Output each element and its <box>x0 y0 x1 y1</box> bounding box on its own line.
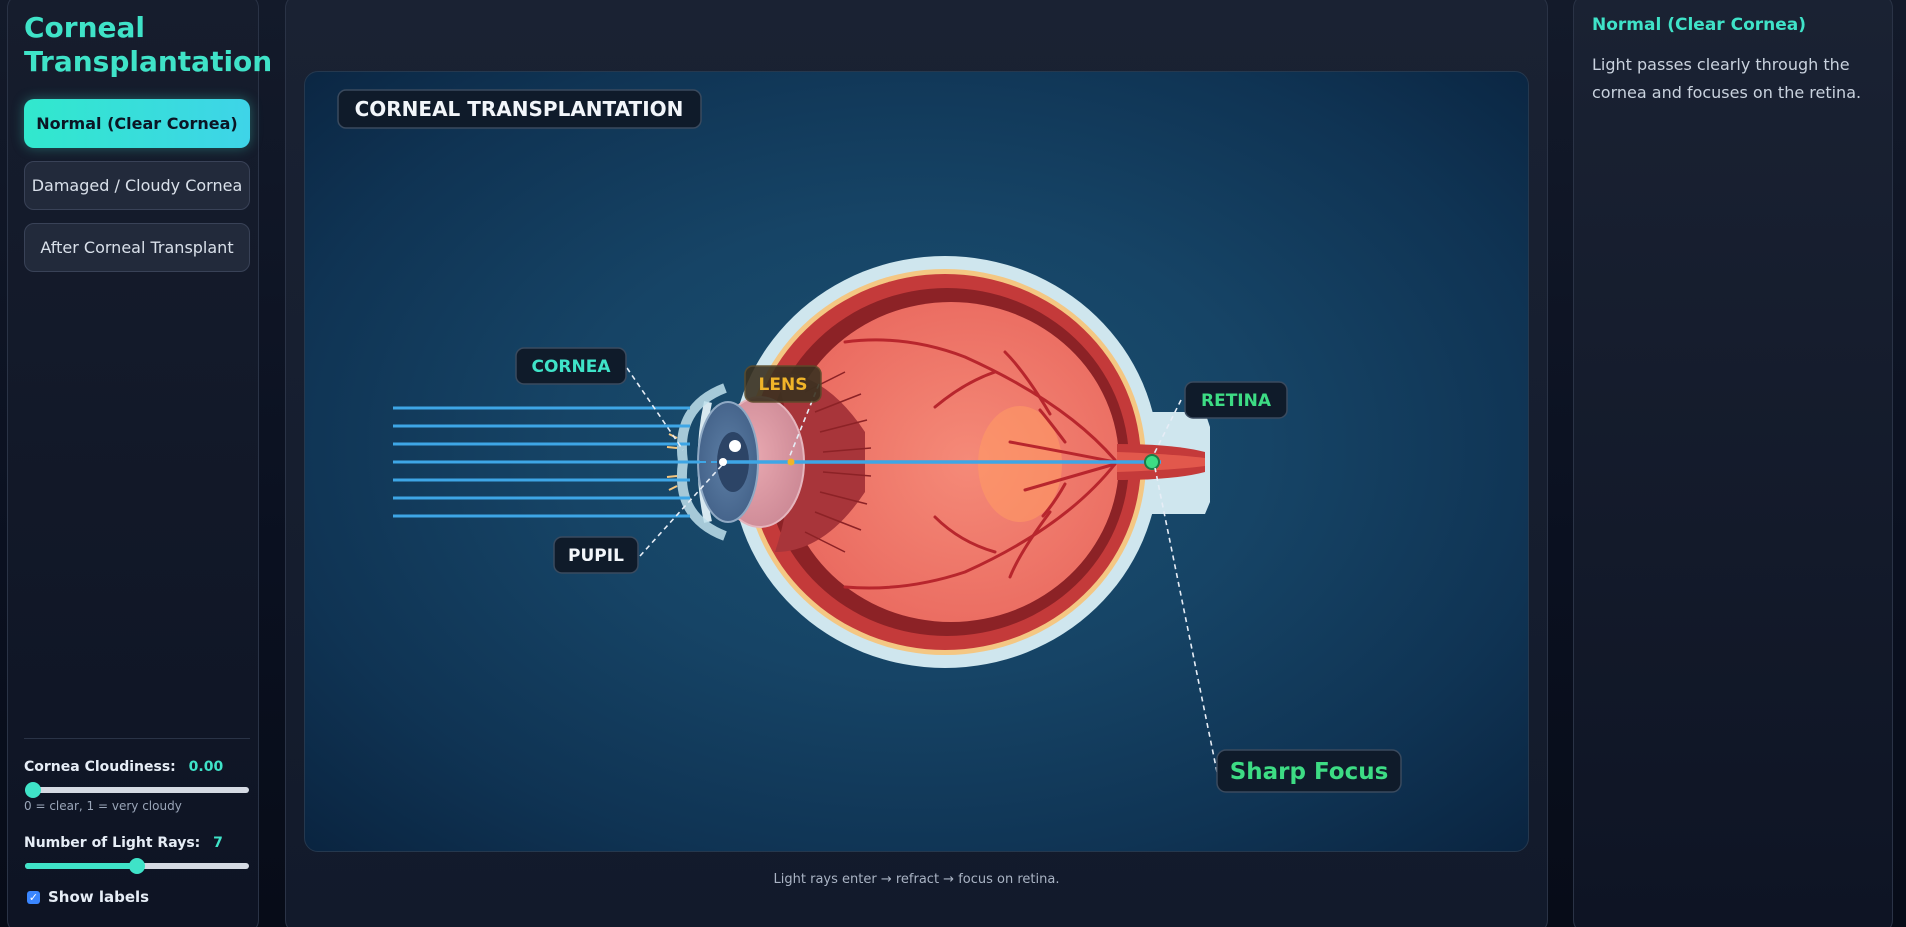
label-pupil: PUPIL <box>553 536 639 574</box>
label-retina: RETINA <box>1184 381 1288 419</box>
pupil-point <box>719 458 727 466</box>
label-retina-text: RETINA <box>1201 391 1272 411</box>
label-focus-text: Sharp Focus <box>1230 759 1389 785</box>
diagram-title: CORNEAL TRANSPLANTATION <box>355 97 684 121</box>
rays-slider[interactable] <box>25 858 249 874</box>
label-lens: LENS <box>744 365 822 403</box>
diagram-caption: Light rays enter → refract → focus on re… <box>773 872 1060 887</box>
mode-button-transplant[interactable]: After Corneal Transplant <box>24 223 250 272</box>
mode-button-normal[interactable]: Normal (Clear Cornea) <box>24 99 250 148</box>
mode-button-damaged[interactable]: Damaged / Cloudy Cornea <box>24 161 250 210</box>
cloudiness-slider-thumb[interactable] <box>25 782 41 798</box>
controls-divider <box>24 738 250 739</box>
macula <box>978 406 1062 522</box>
pupil-highlight <box>729 440 741 452</box>
info-text: Light passes clearly through the cornea … <box>1592 55 1862 102</box>
info-panel: Normal (Clear Cornea) Light passes clear… <box>1573 0 1893 927</box>
label-pupil-text: PUPIL <box>568 546 624 566</box>
cloudiness-control: Cornea Cloudiness: 0.00 <box>24 759 223 775</box>
rays-slider-fill <box>25 863 137 869</box>
diagram-canvas[interactable]: CORNEAL TRANSPLANTATION CORNEA LENS PUPI… <box>304 71 1529 852</box>
rays-value: 7 <box>213 835 223 851</box>
info-title: Normal (Clear Cornea) <box>1592 15 1807 35</box>
eye-diagram: CORNEAL TRANSPLANTATION CORNEA LENS PUPI… <box>337 89 1402 793</box>
cloudiness-label: Cornea Cloudiness: <box>24 759 176 775</box>
rays-slider-thumb[interactable] <box>129 858 145 874</box>
show-labels-checkbox[interactable]: ✓ <box>27 891 40 904</box>
light-rays <box>393 406 700 518</box>
diagram-title-badge: CORNEAL TRANSPLANTATION <box>337 89 702 129</box>
label-cornea: CORNEA <box>515 347 627 385</box>
label-cornea-text: CORNEA <box>531 357 611 377</box>
label-lens-text: LENS <box>759 375 808 395</box>
label-focus: Sharp Focus <box>1216 749 1402 793</box>
rays-label: Number of Light Rays: <box>24 835 201 851</box>
cloudiness-value: 0.00 <box>188 759 224 775</box>
cloudiness-hint: 0 = clear, 1 = very cloudy <box>24 799 182 813</box>
lens-point <box>787 458 795 466</box>
blood-vessels <box>843 338 1117 590</box>
app-title: Corneal Transplantation <box>24 11 273 78</box>
eyeball <box>666 256 1210 668</box>
rays-control: Number of Light Rays: 7 <box>24 835 223 851</box>
check-icon: ✓ <box>28 891 39 904</box>
focus-point <box>1144 454 1160 470</box>
show-labels-label[interactable]: Show labels <box>48 888 150 906</box>
sidebar: Corneal Transplantation Normal (Clear Co… <box>7 0 273 927</box>
cloudiness-slider[interactable] <box>25 782 249 798</box>
